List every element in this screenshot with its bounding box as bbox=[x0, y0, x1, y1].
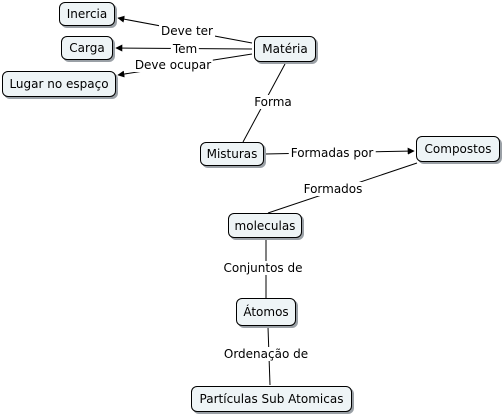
node-lugar-label: Lugar no espaço bbox=[9, 77, 109, 91]
node-compostos[interactable]: Compostos bbox=[416, 136, 500, 162]
node-particulas-sub-atomicas[interactable]: Partículas Sub Atomicas bbox=[191, 386, 352, 412]
node-carga-label: Carga bbox=[69, 41, 105, 55]
link-label-forma: Forma bbox=[252, 95, 294, 109]
link-label-ordenacao-de: Ordenação de bbox=[221, 347, 311, 361]
node-inercia[interactable]: Inercia bbox=[59, 2, 115, 26]
node-carga[interactable]: Carga bbox=[61, 36, 113, 60]
link-label-formados: Formados bbox=[301, 182, 365, 196]
link-label-tem: Tem bbox=[170, 42, 200, 56]
node-atomos[interactable]: Átomos bbox=[236, 298, 296, 326]
node-compostos-label: Compostos bbox=[424, 142, 492, 156]
node-materia[interactable]: Matéria bbox=[254, 36, 316, 62]
link-label-deve-ocupar: Deve ocupar bbox=[132, 58, 214, 72]
node-materia-label: Matéria bbox=[262, 42, 308, 56]
node-moleculas[interactable]: moleculas bbox=[228, 213, 302, 238]
node-particulas-label: Partículas Sub Atomicas bbox=[199, 392, 344, 406]
node-misturas-label: Misturas bbox=[206, 147, 258, 161]
link-label-deve-ter: Deve ter bbox=[159, 24, 215, 38]
node-inercia-label: Inercia bbox=[66, 7, 108, 21]
node-lugar-no-espaco[interactable]: Lugar no espaço bbox=[2, 71, 116, 97]
link-label-formadas-por: Formadas por bbox=[288, 146, 376, 160]
node-moleculas-label: moleculas bbox=[234, 218, 296, 233]
node-misturas[interactable]: Misturas bbox=[200, 142, 264, 166]
link-label-conjuntos-de: Conjuntos de bbox=[221, 261, 305, 275]
node-atomos-label: Átomos bbox=[243, 305, 289, 319]
